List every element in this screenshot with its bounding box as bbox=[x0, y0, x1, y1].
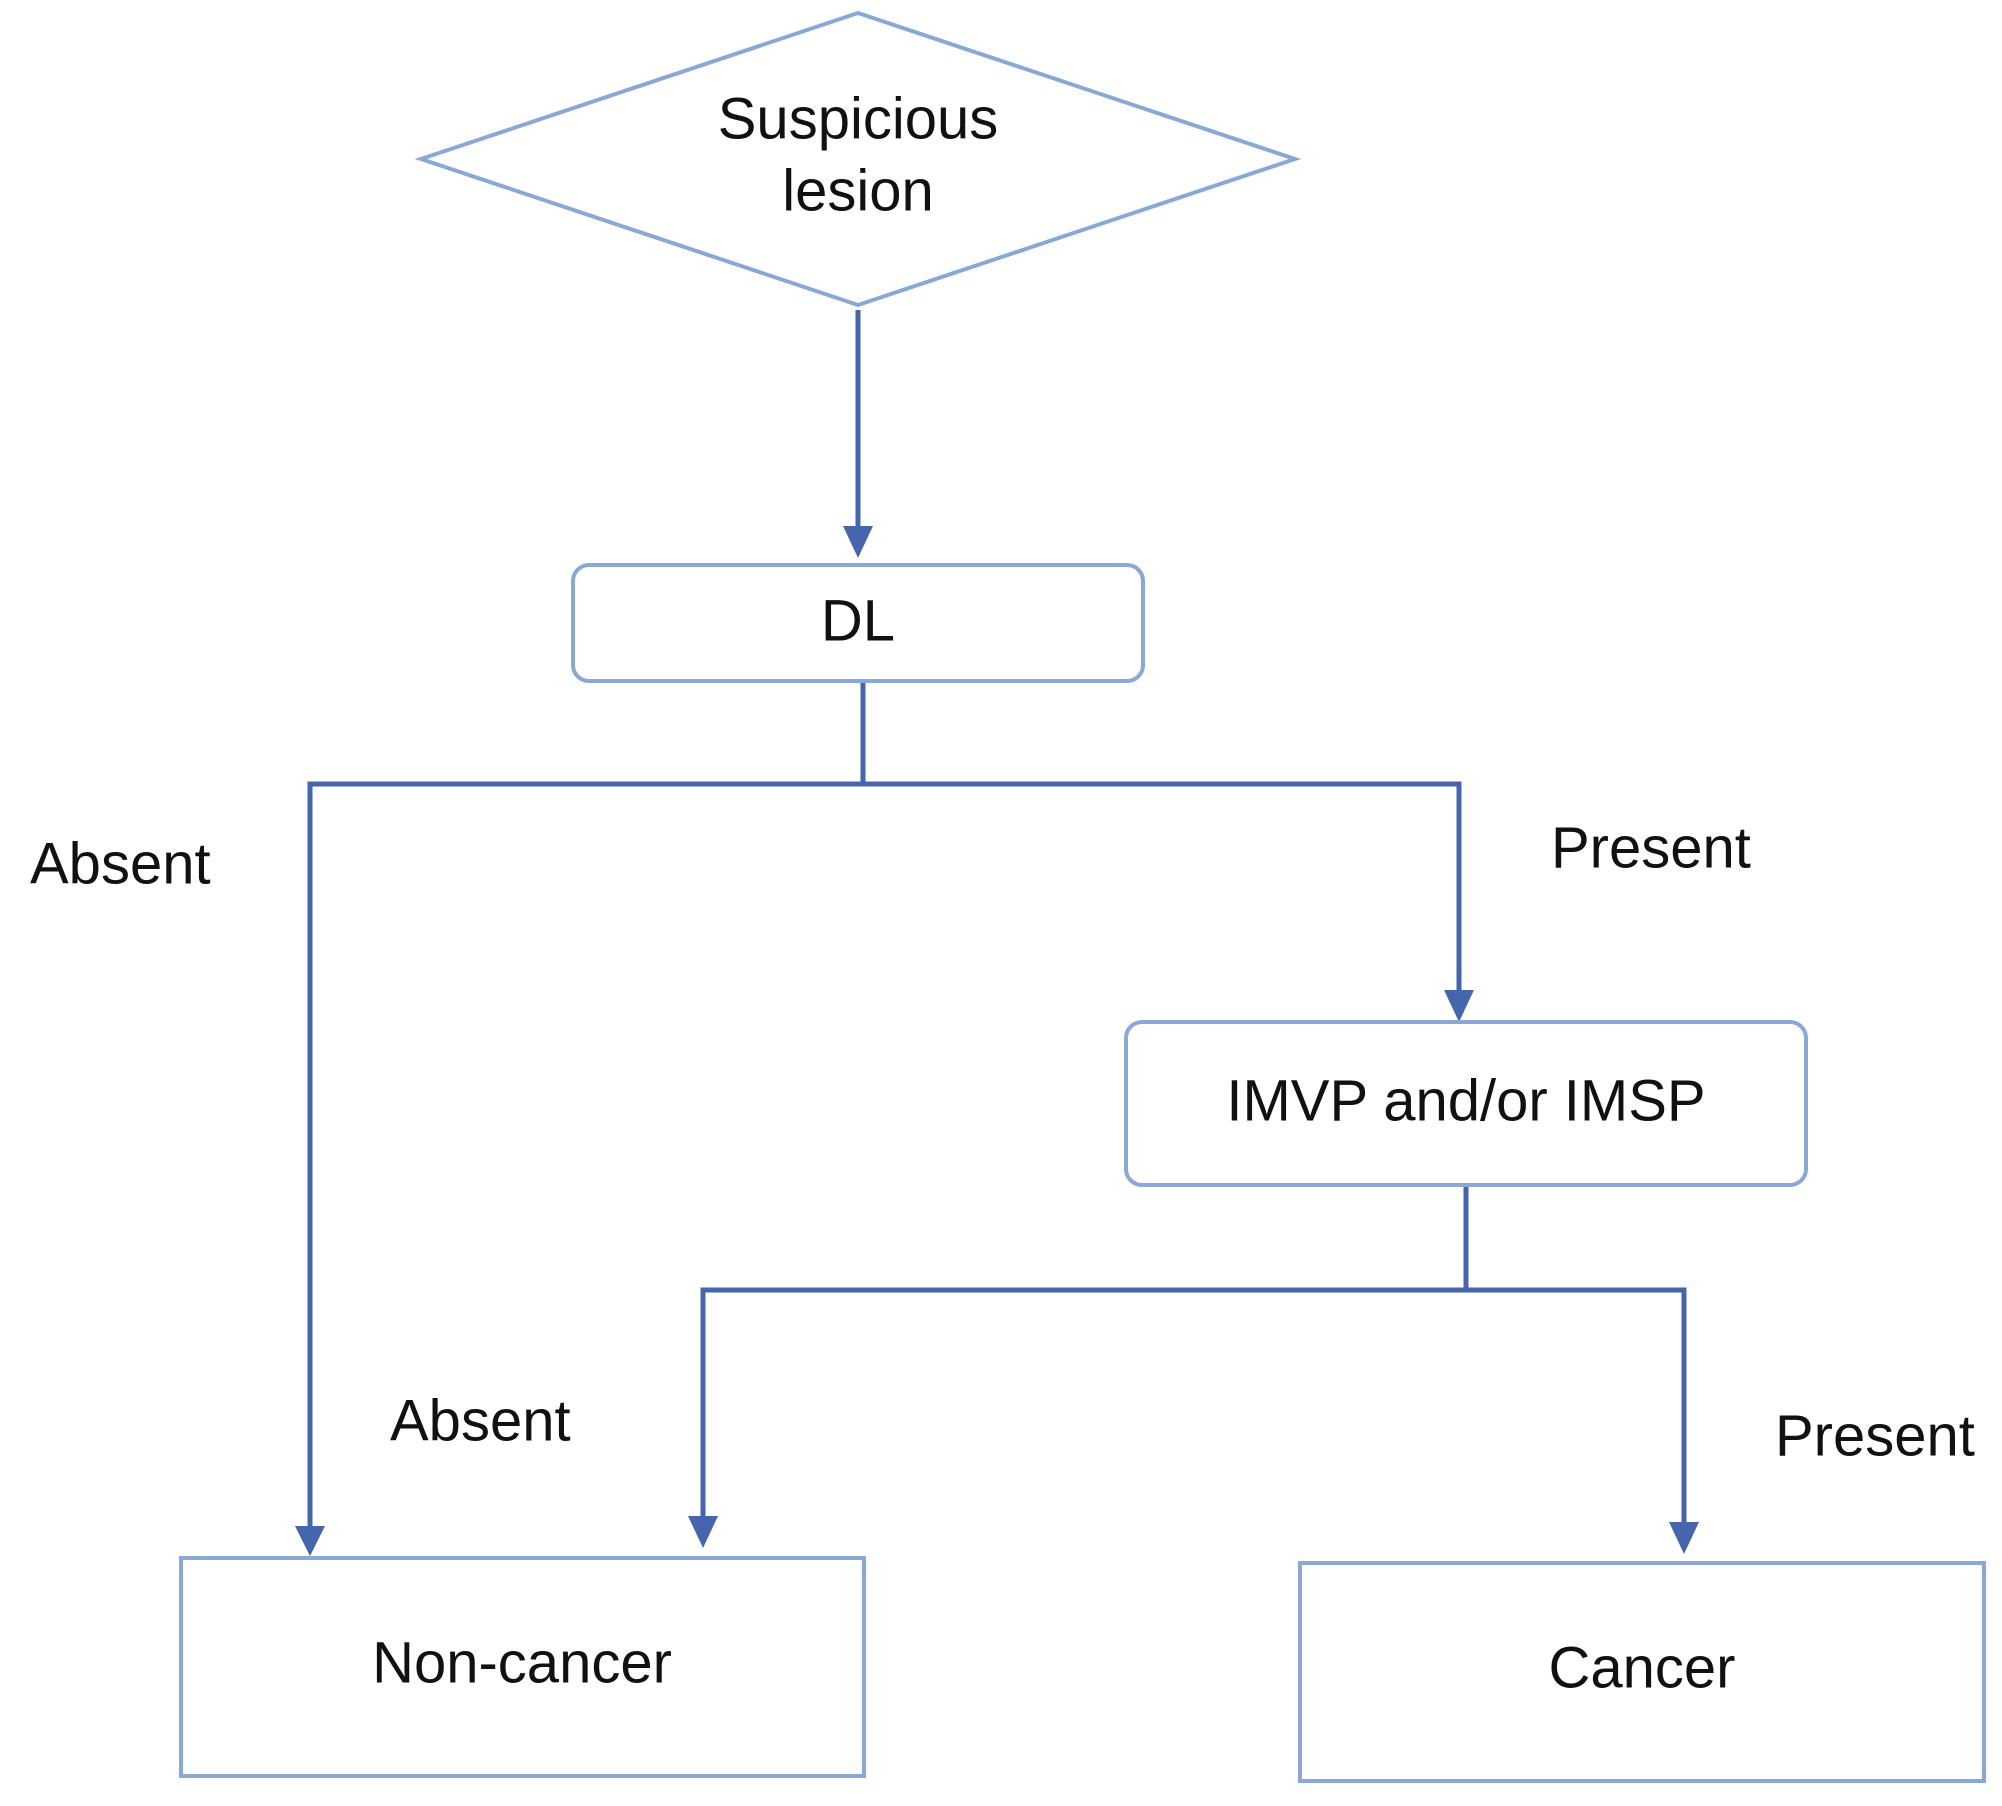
arrowhead-icon bbox=[688, 1516, 718, 1548]
dl-label: DL bbox=[821, 588, 895, 653]
dl-absent-label: Absent bbox=[30, 831, 211, 896]
imvp-node: IMVP and/or IMSP bbox=[1124, 1020, 1808, 1187]
imvp-absent-label: Absent bbox=[390, 1388, 571, 1453]
start-diamond-shape bbox=[414, 10, 1302, 308]
dl-present-label: Present bbox=[1551, 815, 1751, 880]
connector-line bbox=[700, 1287, 1687, 1523]
edge-start-to-dl bbox=[843, 310, 873, 558]
imvp-present-label: Present bbox=[1775, 1403, 1975, 1468]
dl-node: DL bbox=[571, 563, 1145, 683]
connector-line bbox=[307, 781, 1462, 1530]
start-label-line1: Suspicious bbox=[718, 86, 998, 151]
arrowhead-icon bbox=[1444, 990, 1474, 1022]
arrowhead-icon bbox=[295, 1526, 325, 1556]
non-cancer-box bbox=[179, 1556, 866, 1778]
dl-box bbox=[571, 563, 1145, 683]
arrowhead-icon bbox=[1669, 1522, 1699, 1554]
cancer-node: Cancer bbox=[1298, 1561, 1986, 1783]
start-decision-node: Suspicious lesion bbox=[414, 10, 1302, 308]
cancer-label: Cancer bbox=[1549, 1635, 1736, 1700]
imvp-branch-connector bbox=[688, 1187, 1699, 1554]
arrowhead-icon bbox=[843, 526, 873, 558]
imvp-label: IMVP and/or IMSP bbox=[1226, 1068, 1705, 1133]
imvp-box bbox=[1124, 1020, 1808, 1187]
start-label-line2: lesion bbox=[782, 158, 934, 223]
cancer-box bbox=[1298, 1561, 1986, 1783]
non-cancer-node: Non-cancer bbox=[179, 1556, 866, 1778]
dl-branch-connector bbox=[295, 683, 1474, 1556]
non-cancer-label: Non-cancer bbox=[372, 1630, 672, 1695]
